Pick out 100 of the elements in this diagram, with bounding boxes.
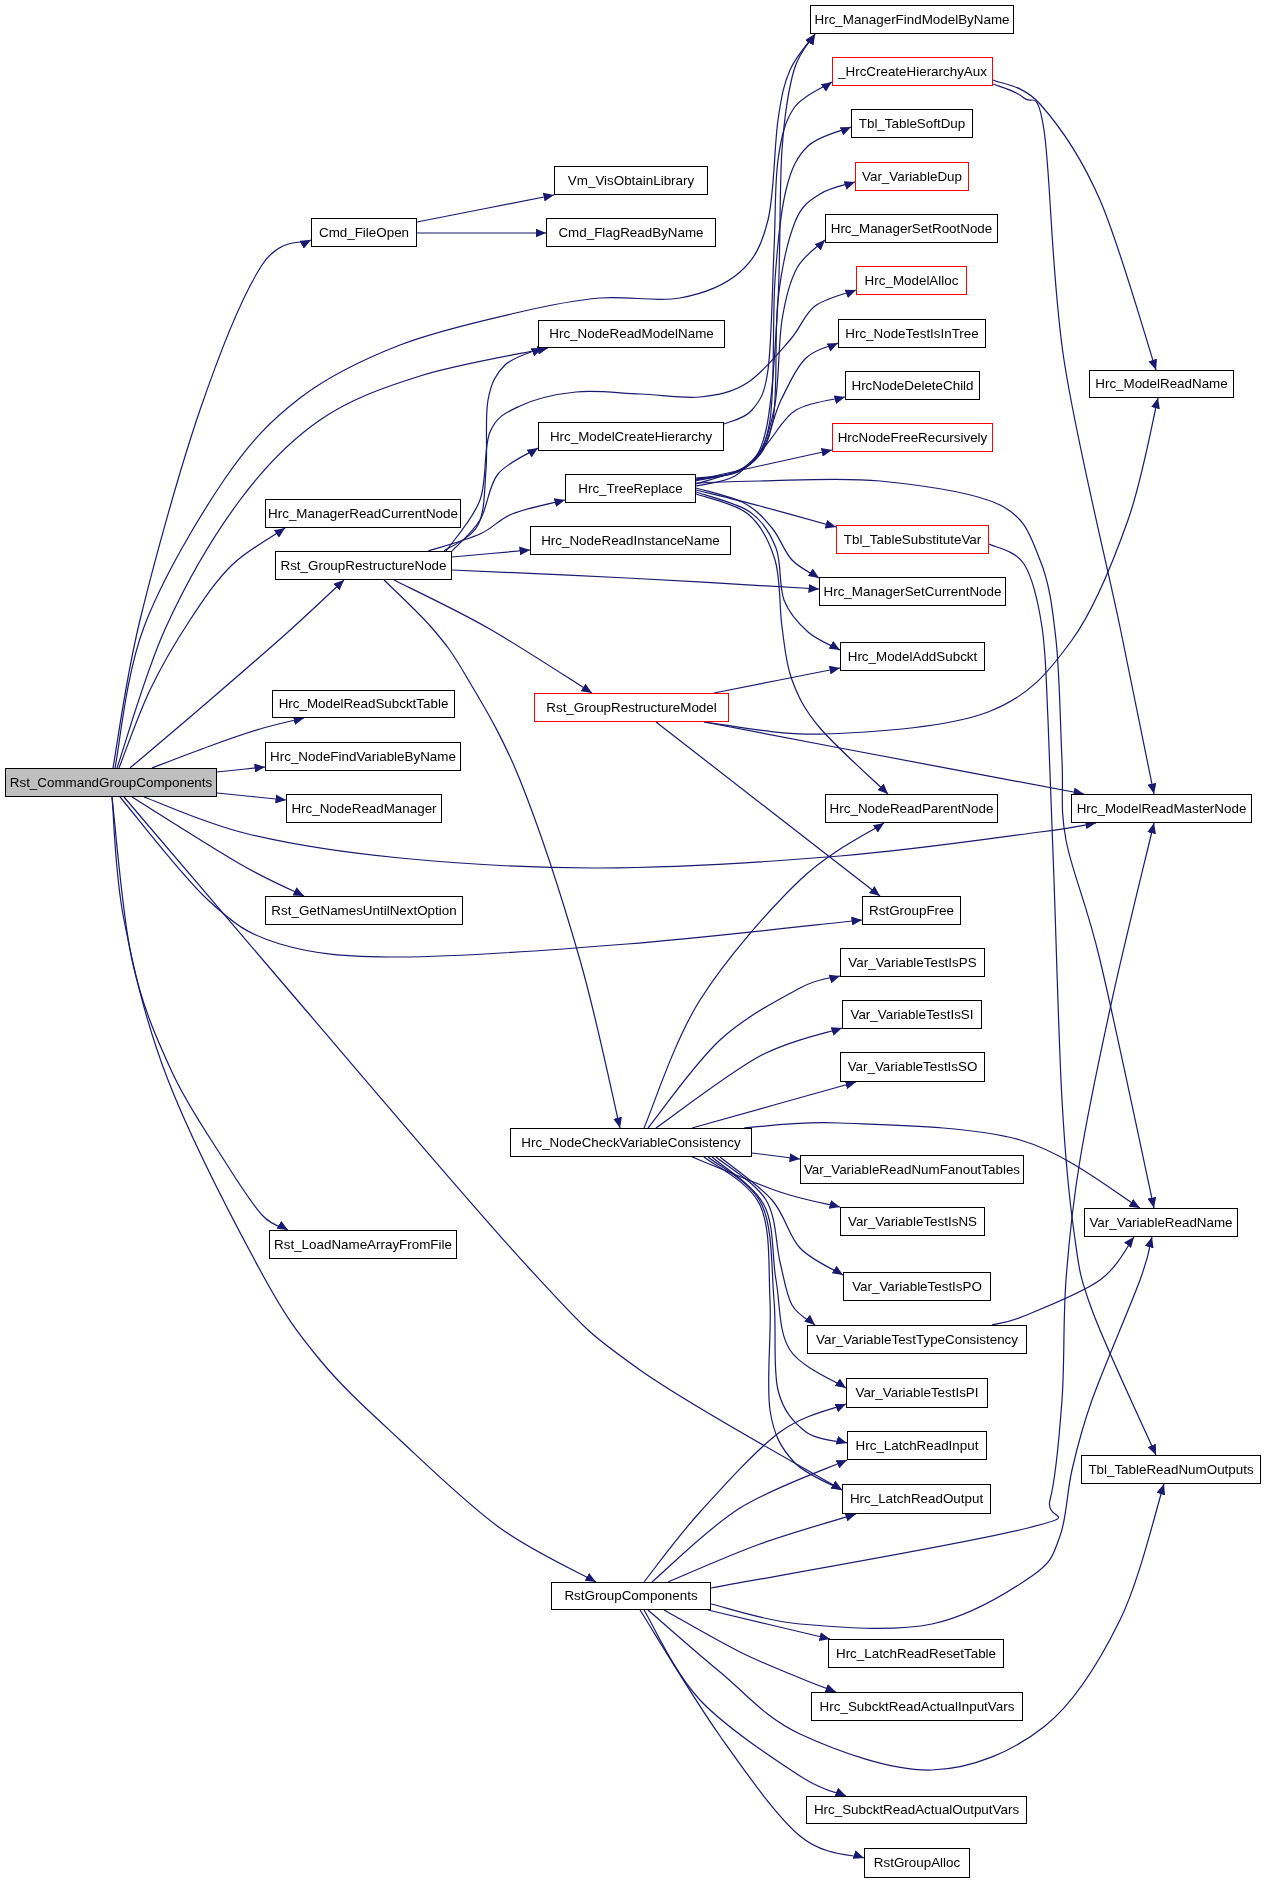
call-arrow [383,579,622,1129]
function-box: Rst_LoadNameArrayFromFile [269,1230,457,1259]
function-box: HrcNodeFreeRecursively [832,423,993,452]
call-arrow [695,342,839,485]
function-box: Hrc_NodeCheckVariableConsistency [510,1128,752,1157]
call-arrow [118,527,286,769]
function-box: Var_VariableTestIsSO [840,1052,985,1082]
call-arrow [707,1156,848,1446]
function-box: Var_VariableDup [855,162,969,191]
function-box: Hrc_SubcktReadActualInputVars [811,1692,1023,1721]
function-box: Hrc_ModelAddSubckt [840,642,985,671]
call-arrow [647,1483,1166,1771]
call-arrow [643,1403,847,1583]
function-box: Tbl_TableSubstituteVar [836,525,989,554]
call-arrow [991,1236,1135,1326]
function-box: Var_VariableTestIsNS [840,1207,985,1236]
call-arrow [703,1156,843,1491]
function-box: Cmd_FlagReadByName [546,218,716,247]
call-arrow [723,81,833,425]
function-box: Hrc_ModelAlloc [856,266,967,295]
call-arrow [451,447,539,552]
function-box: Hrc_ModelReadSubcktTable [272,690,455,718]
call-arrow [427,498,566,552]
call-arrow [643,1609,847,1797]
call-arrow [695,395,846,487]
call-arrow [655,1026,843,1129]
call-arrow [695,491,841,651]
call-arrow [643,822,885,1129]
call-arrow [151,716,305,769]
function-box: Rst_GroupRestructureNode [275,551,452,580]
call-arrow [651,1459,848,1583]
function-box: HrcNodeDeleteChild [845,371,980,400]
call-arrow [445,289,857,552]
function-box: RstGroupAlloc [864,1848,970,1878]
call-arrow [647,974,841,1129]
call-arrow [131,796,305,897]
function-box: Hrc_ModelCreateHierarchy [538,422,724,451]
function-box: Hrc_LatchReadInput [847,1431,987,1460]
function-box: Hrc_NodeReadInstanceName [530,526,731,555]
call-arrow [216,763,266,773]
function-box: Hrc_ManagerReadCurrentNode [265,499,461,528]
call-arrow [988,543,1157,1456]
function-box: RstGroupComponents [551,1582,711,1610]
function-box: Var_VariableReadNumFanoutTables [800,1155,1024,1184]
call-arrow [119,796,863,958]
call-arrow [691,1156,841,1209]
call-arrow [216,792,287,804]
function-box: Rst_GetNamesUntilNextOption [265,896,463,925]
call-arrow [695,478,1157,1209]
function-box: Var_VariableTestIsPS [840,948,985,977]
call-arrow [663,1609,837,1693]
function-box: Hrc_NodeFindVariableByName [265,742,461,771]
function-box: Hrc_ManagerSetCurrentNode [819,577,1006,606]
call-arrow [112,239,312,769]
call-arrow [710,822,1156,1589]
call-arrow [111,796,597,1583]
call-arrow [751,1152,801,1163]
function-box: Tbl_TableSoftDup [851,109,973,138]
function-box: Var_VariableTestIsPI [846,1378,988,1408]
function-box: _HrcCreateHierarchyAux [832,57,993,86]
call-arrow [451,546,531,558]
call-arrow [695,493,889,795]
function-box: Var_VariableTestIsPO [843,1272,991,1301]
call-arrow [416,192,555,223]
function-box: Hrc_ManagerSetRootNode [825,214,998,243]
function-box: Hrc_NodeReadModelName [538,320,725,348]
call-arrow [667,1512,857,1583]
call-arrow [695,126,852,480]
function-box: Var_VariableReadName [1084,1208,1238,1237]
function-box: Rst_GroupRestructureModel [534,693,729,722]
call-arrow [691,1080,857,1129]
highlighted-function-box: Rst_CommandGroupComponents [5,768,217,797]
function-box: Var_VariableTestIsSI [842,1000,982,1029]
call-arrow [695,487,820,579]
call-arrow [143,796,1097,869]
call-arrow [116,345,549,769]
function-box: Hrc_ModelReadName [1089,370,1234,398]
call-arrow [393,579,593,694]
function-box: Tbl_TableReadNumOutputs [1081,1455,1261,1484]
call-arrow [992,79,1158,371]
function-box: Hrc_SubcktReadActualOutputVars [806,1796,1027,1824]
function-box: Hrc_LatchReadOutput [842,1484,991,1514]
call-arrow [711,1156,847,1389]
function-box: Hrc_ModelReadMasterNode [1071,794,1252,823]
call-arrow [992,83,1157,795]
call-arrow [715,1156,816,1326]
call-arrow [451,569,820,593]
call-arrow [707,1609,831,1641]
function-box: Hrc_NodeReadManager [286,794,442,823]
function-box: Hrc_TreeReplace [565,474,696,503]
call-arrow [639,1609,865,1860]
function-box: Hrc_NodeReadParentNode [825,794,998,823]
call-arrow [695,489,837,529]
function-box: Vm_VisObtainLibrary [554,166,708,195]
call-arrow [129,579,345,769]
function-box: Var_VariableTestTypeConsistency [807,1325,1027,1354]
call-arrow [655,721,881,897]
function-box: Cmd_FileOpen [311,218,417,247]
function-box: Hrc_ManagerFindModelByName [810,5,1014,34]
call-arrow [713,665,841,694]
